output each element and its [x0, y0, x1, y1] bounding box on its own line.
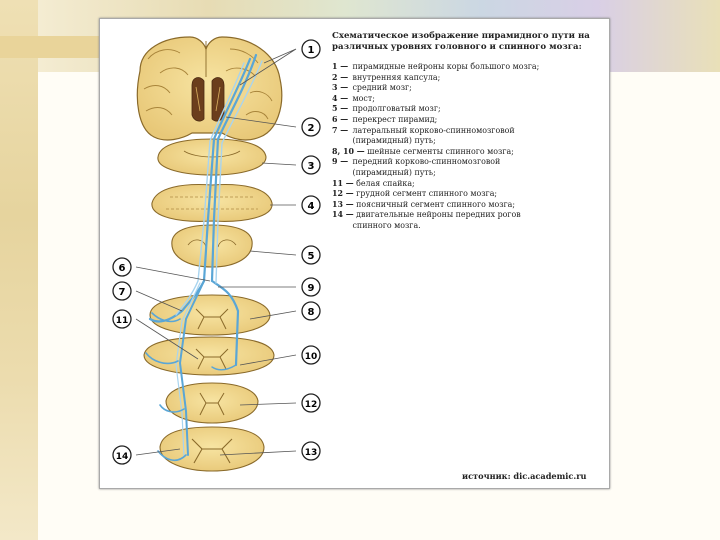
svg-text:6: 6	[119, 263, 126, 274]
svg-text:8: 8	[308, 307, 315, 318]
marker-9: 9	[301, 277, 321, 297]
lumbar-segment	[159, 426, 265, 472]
marker-5: 5	[301, 245, 321, 265]
marker-4: 4	[301, 195, 321, 215]
brain-section	[136, 36, 283, 141]
legend-list: 1 — пирамидные нейроны коры большого моз…	[332, 62, 604, 232]
cervical-segment-upper	[149, 294, 271, 336]
svg-text:11: 11	[116, 316, 129, 326]
marker-3: 3	[301, 155, 321, 175]
svg-text:13: 13	[305, 448, 318, 458]
legend-item: 11 — белая спайка;	[332, 178, 415, 188]
source-credit: источник: dic.academic.ru	[462, 471, 587, 481]
marker-12: 12	[301, 393, 321, 413]
legend-item: 8, 10 — шейные сегменты спинного мозга;	[332, 146, 514, 156]
marker-2: 2	[301, 117, 321, 137]
legend-item: (пирамидный) путь;	[352, 136, 436, 146]
marker-6: 6	[112, 257, 132, 277]
medulla-section	[171, 224, 253, 268]
svg-text:3: 3	[308, 161, 315, 172]
legend-item: 1 — пирамидные нейроны коры большого моз…	[332, 62, 540, 71]
svg-text:4: 4	[308, 201, 315, 212]
thoracic-segment	[165, 382, 259, 424]
svg-text:5: 5	[308, 251, 315, 262]
leader-lines	[135, 48, 297, 456]
legend-item: 3 — средний мозг;	[332, 83, 412, 93]
svg-text:14: 14	[116, 452, 129, 462]
slide-left-strip	[0, 0, 38, 540]
svg-text:10: 10	[305, 352, 318, 362]
pyramidal-pathway	[145, 53, 263, 462]
legend-item: 2 — внутренняя капсула;	[332, 72, 441, 82]
marker-8: 8	[301, 301, 321, 321]
legend-item: 12 — грудной сегмент спинного мозга;	[332, 189, 498, 199]
legend-item: 7 — латеральный корково-спинномозговой	[332, 125, 515, 135]
marker-10: 10	[301, 345, 321, 365]
marker-11: 11	[112, 309, 132, 329]
marker-1: 1	[301, 39, 321, 59]
legend-item: 6 — перекрест пирамид;	[332, 114, 438, 124]
marker-13: 13	[301, 441, 321, 461]
legend-item: 14 — двигательные нейроны передних рогов	[332, 210, 521, 220]
caption-block: Схематическое изображение пирамидного пу…	[332, 31, 604, 232]
legend-item: (пирамидный) путь;	[352, 167, 436, 177]
svg-text:2: 2	[308, 123, 315, 134]
svg-text:9: 9	[308, 283, 315, 294]
legend-item: 4 — мост;	[332, 93, 375, 103]
legend-item: 13 — поясничный сегмент спинного мозга;	[332, 199, 516, 209]
figure-frame: 1 2 3 4 5 6 7 8 9 10 11 12 13 14 Схемати…	[99, 18, 610, 489]
legend-item: спинного мозга.	[352, 220, 421, 230]
pons-section	[151, 184, 273, 222]
svg-text:1: 1	[308, 45, 315, 56]
cervical-segment-lower	[143, 336, 275, 376]
marker-14: 14	[112, 445, 132, 465]
caption-title: Схематическое изображение пирамидного пу…	[332, 31, 590, 52]
svg-text:7: 7	[119, 287, 126, 298]
legend-item: 9 — передний корково-спинномозговой	[332, 157, 501, 167]
pyramidal-tract-diagram: 1 2 3 4 5 6 7 8 9 10 11 12 13 14	[112, 36, 321, 472]
svg-text:12: 12	[305, 400, 318, 410]
legend-item: 5 — продолговатый мозг;	[332, 104, 441, 114]
marker-7: 7	[112, 281, 132, 301]
